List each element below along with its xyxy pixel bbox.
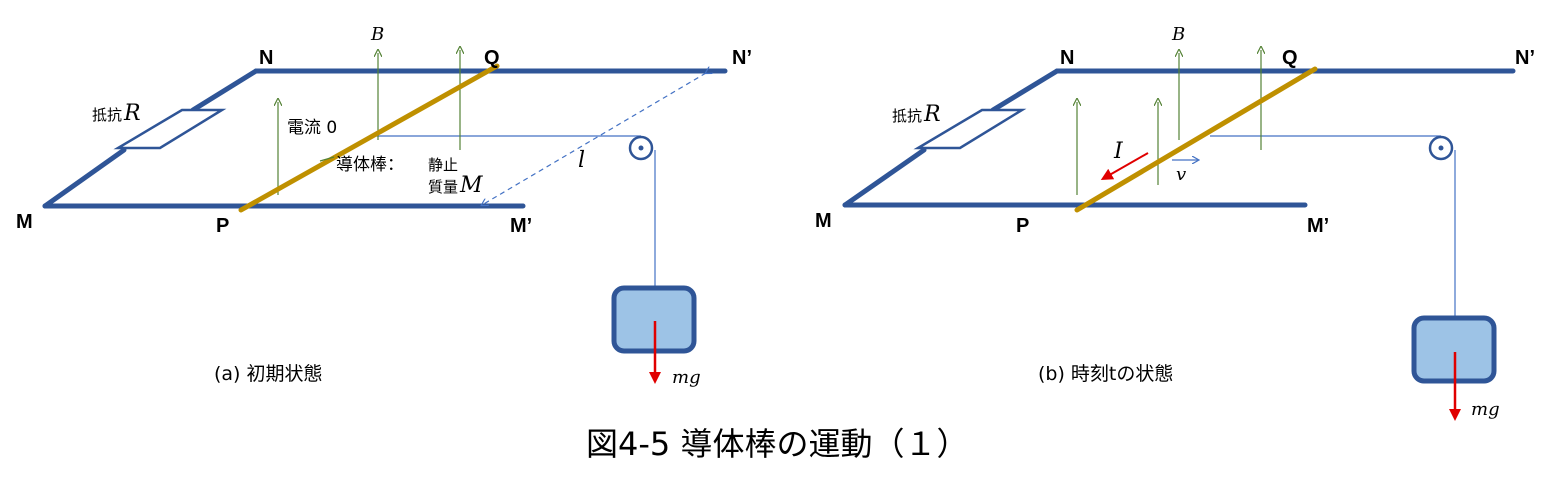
conductor-rod-a bbox=[238, 63, 500, 213]
label-m-prime-b: M’ bbox=[1307, 215, 1329, 237]
string-b bbox=[1210, 135, 1456, 318]
resistor-label-b: 抵抗R bbox=[892, 102, 941, 127]
rod-label-leader-a bbox=[319, 156, 335, 162]
resistor-label-a: 抵抗R bbox=[92, 101, 141, 126]
field-lines-a bbox=[278, 50, 460, 195]
label-m-b: M bbox=[815, 210, 832, 232]
label-field-b: B bbox=[1171, 24, 1185, 45]
figure-title: 図4-5 導体棒の運動（１） bbox=[586, 425, 968, 463]
label-n-prime-b: N’ bbox=[1515, 47, 1535, 69]
label-q-b: Q bbox=[1282, 47, 1298, 69]
resistor-a bbox=[113, 108, 227, 150]
current-label-a: 電流 0 bbox=[287, 118, 337, 138]
rail-left-upper-a bbox=[190, 68, 259, 113]
label-p-a: P bbox=[216, 215, 229, 237]
current-label-b: I bbox=[1113, 139, 1124, 164]
weight-label-b: mg bbox=[1471, 399, 1500, 420]
label-m-prime-a: M’ bbox=[510, 215, 532, 237]
conductor-rod-b bbox=[1074, 66, 1318, 213]
string-a bbox=[375, 135, 656, 288]
label-n-a: N bbox=[259, 47, 273, 69]
label-m-a: M bbox=[16, 211, 33, 233]
velocity-label-b: v bbox=[1176, 164, 1186, 185]
mass-label-a: 質量M bbox=[428, 173, 483, 198]
rail-left-lower-b bbox=[842, 147, 927, 208]
resistor-b bbox=[913, 108, 1027, 150]
caption-b: (b) 時刻tの状態 bbox=[1038, 363, 1173, 385]
label-field-a: B bbox=[370, 24, 384, 45]
weight-label-a: mg bbox=[672, 367, 701, 388]
label-n-prime-a: N’ bbox=[732, 47, 752, 69]
caption-a: (a) 初期状態 bbox=[214, 363, 323, 385]
rod-label-a: 導体棒： bbox=[336, 155, 404, 175]
panel-b-time-t-state: N Q N’ M P M’ B 抵抗R I v mg (b) 時刻tの状態 bbox=[815, 24, 1535, 421]
pulley-b bbox=[1428, 135, 1454, 161]
rod-state-a: 静止 bbox=[428, 156, 458, 174]
label-n-b: N bbox=[1060, 47, 1074, 69]
panel-a-initial-state: N Q N’ M P M’ B 抵抗R 電流 0 導体棒： 静止 質量M l m… bbox=[16, 24, 752, 388]
rail-left-upper-b bbox=[990, 68, 1060, 113]
label-q-a: Q bbox=[484, 47, 500, 69]
length-label-a: l bbox=[578, 148, 585, 173]
pulley-a bbox=[628, 135, 654, 161]
current-arrow-b bbox=[1100, 152, 1149, 180]
label-p-b: P bbox=[1016, 215, 1029, 237]
rail-frame-b bbox=[842, 68, 1516, 208]
length-arrow-a bbox=[482, 73, 706, 205]
rail-left-lower-a bbox=[42, 147, 127, 209]
